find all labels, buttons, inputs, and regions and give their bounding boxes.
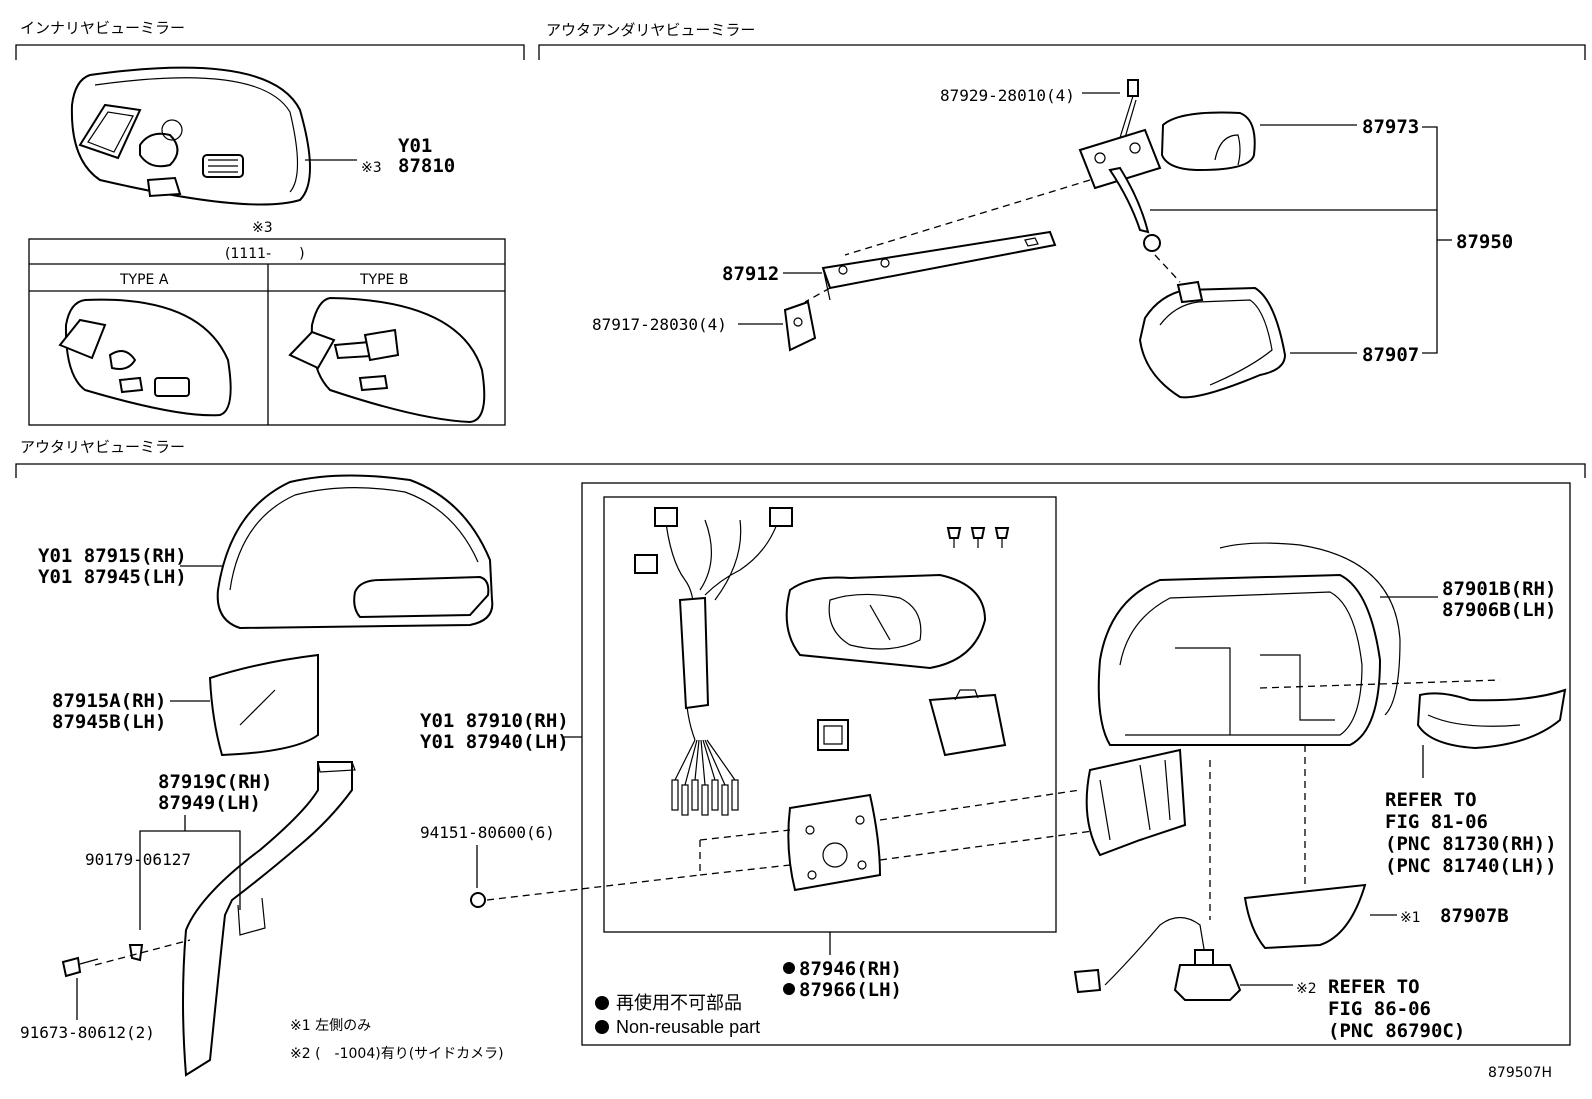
under-cover-drawing	[1243, 883, 1367, 950]
dash-line-turn-signal	[1259, 679, 1501, 689]
footnote-1: ※1 左側のみ	[290, 1018, 371, 1034]
label-y01: Y01	[398, 135, 432, 157]
table-type-a: TYPE A	[119, 272, 169, 288]
section-bracket-outer	[15, 463, 1586, 478]
side-camera-drawing	[1073, 916, 1242, 1001]
label-87946: 87946(RH)	[799, 958, 902, 980]
dash-lines-under	[1209, 745, 1306, 920]
legend-en: Non-reusable part	[616, 1017, 760, 1037]
label-87929-28010: 87929-28010(4)	[940, 86, 1075, 105]
actuator-drawing	[928, 689, 1007, 757]
turn-signal-drawing	[1416, 688, 1567, 750]
label-87966: 87966(LH)	[799, 979, 902, 1001]
mirror-87907-drawing	[1138, 280, 1287, 399]
dash-line-screw	[94, 939, 191, 966]
small-connector-drawing	[817, 719, 849, 751]
footnote-2: ※2 ( -1004)有り(サイドカメラ)	[290, 1046, 504, 1062]
label-87917-28030: 87917-28030(4)	[592, 315, 727, 334]
section-bracket-outer-under	[538, 44, 1586, 60]
label-87950: 87950	[1456, 231, 1513, 253]
refer1-line3: (PNC 81730(RH))	[1385, 833, 1557, 855]
leader-bracket	[139, 815, 241, 930]
non-reusable-mark-lh	[783, 983, 795, 995]
refer2-line3: (PNC 86790C)	[1328, 1020, 1465, 1042]
dash-line-nut	[486, 874, 701, 901]
dash-line-87912	[844, 179, 1091, 256]
bracket-87950	[1422, 126, 1438, 354]
refer1-line4: (PNC 81740(LH))	[1385, 855, 1557, 877]
clip-drawing	[128, 944, 144, 962]
figure-id: 879507H	[1488, 1065, 1552, 1081]
base-plate-drawing	[787, 793, 882, 892]
label-87810: 87810	[398, 155, 455, 177]
section-title-inner-mirror: インナリヤビューミラー	[20, 19, 185, 37]
mirror-bracket-drawing	[182, 761, 356, 1077]
refer2-line1: REFER TO	[1328, 976, 1420, 998]
label-assy-rh: Y01 87910(RH)	[420, 710, 569, 732]
non-reusable-mark-rh	[783, 962, 795, 974]
legend-dot-jp	[595, 996, 609, 1010]
type-table	[28, 238, 506, 426]
mirror-glass-drawing	[208, 653, 319, 757]
label-assy-lh: Y01 87940(LH)	[420, 731, 569, 753]
dash-lines-housing	[879, 789, 1101, 861]
note-mark-3: ※3	[361, 160, 382, 176]
dash-line-87907	[1154, 254, 1181, 283]
refer1-line1: REFER TO	[1385, 789, 1477, 811]
assy-frame	[581, 482, 1571, 1046]
label-cover-rh: Y01 87915(RH)	[38, 545, 187, 567]
plate-87912-drawing	[821, 230, 1057, 301]
legend-jp: 再使用不可部品	[616, 993, 742, 1013]
screw-91673-drawing	[61, 956, 99, 978]
nut-drawing	[470, 892, 486, 908]
label-screw-91673: 91673-80612(2)	[20, 1023, 155, 1042]
label-nut-94151: 94151-80600(6)	[420, 823, 555, 842]
mirror-cover-drawing	[216, 474, 494, 630]
inner-mirror-drawing	[70, 66, 311, 206]
table-type-b: TYPE B	[359, 272, 408, 288]
label-glass-lh: 87945B(LH)	[52, 711, 166, 733]
motor-unit-drawing	[785, 573, 987, 670]
label-housing-lh: 87906B(LH)	[1442, 599, 1556, 621]
type-a-mirror-drawing	[58, 298, 232, 417]
label-glass-rh: 87915A(RH)	[52, 690, 166, 712]
section-title-outer-under-mirror: アウタアンダリヤビューミラー	[546, 21, 755, 39]
refer2-line2: FIG 86-06	[1328, 998, 1431, 1020]
section-bracket-inner	[15, 44, 525, 60]
bracket-87973-drawing	[1078, 128, 1162, 252]
label-bracket-rh: 87919C(RH)	[158, 771, 272, 793]
legend-dot-en	[595, 1020, 609, 1034]
label-cover-lh: Y01 87945(LH)	[38, 566, 187, 588]
wire-harness-drawing	[634, 507, 793, 816]
cover-87973-drawing	[1160, 111, 1256, 172]
label-87912: 87912	[722, 263, 779, 285]
label-87973: 87973	[1362, 116, 1419, 138]
refer1-line2: FIG 81-06	[1385, 811, 1488, 833]
mirror-housing-drawing	[1085, 542, 1401, 857]
label-clip-90179: 90179-06127	[85, 850, 191, 869]
label-87907b: 87907B	[1440, 905, 1509, 927]
table-header: (1111- )	[225, 246, 305, 262]
clip-87917-drawing	[783, 300, 817, 352]
type-b-mirror-drawing	[288, 296, 486, 424]
note-mark-1: ※1	[1400, 910, 1421, 926]
label-housing-rh: 87901B(RH)	[1442, 578, 1556, 600]
label-87907: 87907	[1362, 344, 1419, 366]
table-note-mark: ※3	[252, 220, 273, 236]
small-screws-drawing	[946, 527, 1010, 548]
dash-lines-base	[699, 829, 791, 876]
section-title-outer-mirror: アウタリヤビューミラー	[20, 438, 185, 456]
label-bracket-lh: 87949(LH)	[158, 792, 261, 814]
note-mark-2: ※2	[1296, 981, 1317, 997]
dash-line-87917	[804, 287, 831, 303]
